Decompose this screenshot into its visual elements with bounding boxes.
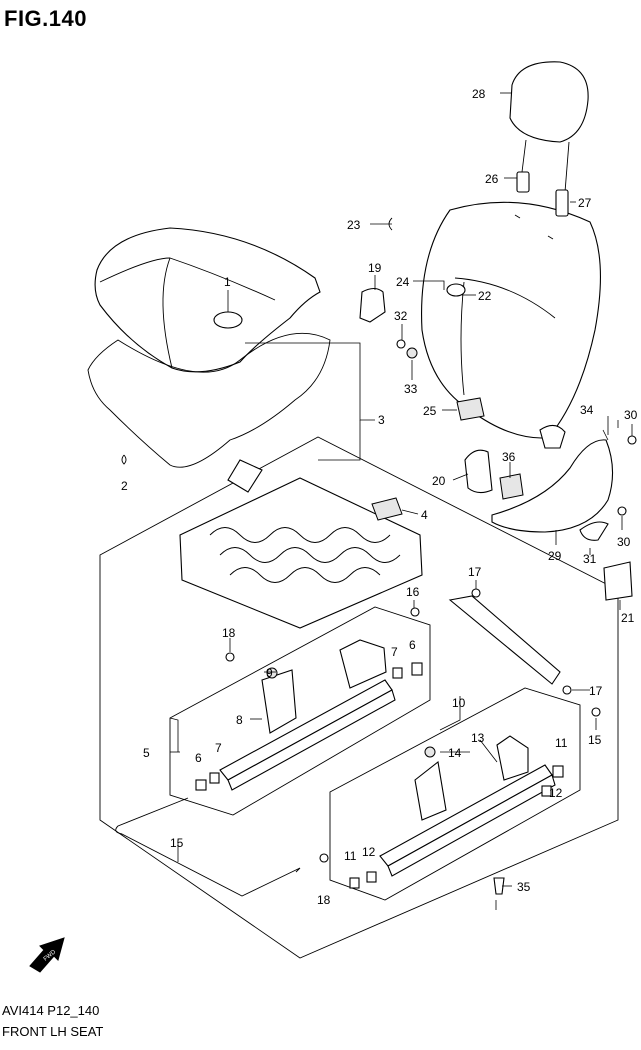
clip-6a <box>195 779 207 791</box>
callout-27: 27 <box>578 196 592 210</box>
callout-4: 4 <box>421 508 428 522</box>
clip-7a <box>209 772 220 784</box>
headrest-guide-27 <box>555 189 569 217</box>
callout-35: 35 <box>517 880 531 894</box>
seat-cushion-cover <box>87 332 331 468</box>
callout-15b: 15 <box>170 836 184 850</box>
bolt-15 <box>591 707 601 717</box>
rail-rh <box>379 735 556 877</box>
callout-21: 21 <box>621 611 635 625</box>
seat-back <box>421 201 601 439</box>
cushion-frame <box>179 459 423 629</box>
callout-20: 20 <box>432 474 446 488</box>
recliner-cover <box>359 287 386 323</box>
callout-6b: 6 <box>409 638 416 652</box>
callout-30b: 30 <box>617 535 631 549</box>
caption-code: AVI414 P12_140 <box>2 1003 100 1018</box>
wire-15 <box>115 797 301 897</box>
bolt-18b <box>319 853 329 863</box>
screw-30b <box>617 506 627 516</box>
nut-9 <box>266 667 278 679</box>
nut-14 <box>424 746 436 758</box>
leader-lines <box>169 92 633 910</box>
callout-28: 28 <box>472 87 486 101</box>
callout-13: 13 <box>471 731 485 745</box>
cover-21 <box>603 561 633 601</box>
bolt-35 <box>493 877 505 895</box>
bolt-32 <box>396 339 406 349</box>
callout-10: 10 <box>452 696 466 710</box>
callout-31: 31 <box>583 552 597 566</box>
callout-29: 29 <box>548 549 562 563</box>
headrest-guide-26 <box>516 171 530 193</box>
callout-6a: 6 <box>195 751 202 765</box>
nut-33 <box>406 347 418 359</box>
callout-18a: 18 <box>222 626 236 640</box>
callout-18b: 18 <box>317 893 331 907</box>
callout-5: 5 <box>143 746 150 760</box>
callout-36: 36 <box>502 450 516 464</box>
bolt-18a <box>225 652 235 662</box>
rail-lh-outline <box>169 606 431 816</box>
callout-15a: 15 <box>588 733 602 747</box>
callout-22: 22 <box>478 289 492 303</box>
cover-20 <box>464 449 493 494</box>
callout-30a: 30 <box>624 408 638 422</box>
frame-outline <box>99 436 619 959</box>
rail-rh-outline <box>329 687 581 901</box>
label-36 <box>499 473 524 500</box>
label-25 <box>456 397 485 421</box>
parts-diagram: 1 2 3 4 5 6 6 7 7 8 9 10 11 11 12 12 13 … <box>29 61 638 973</box>
figure-title: FIG.140 <box>4 6 87 31</box>
clip-11b <box>552 765 564 778</box>
clip-7b <box>392 667 403 679</box>
support-bar <box>448 595 561 685</box>
callout-11a: 11 <box>344 849 357 863</box>
callout-1: 1 <box>224 275 231 289</box>
screw-30a <box>627 435 637 445</box>
seat-cushion-pad <box>94 227 321 373</box>
callout-17a: 17 <box>468 565 482 579</box>
callout-19: 19 <box>368 261 382 275</box>
callout-2: 2 <box>121 479 128 493</box>
rail-lh <box>219 639 396 791</box>
clip-11a <box>349 877 360 889</box>
bolt-17b <box>562 685 572 695</box>
headrest <box>509 61 589 193</box>
callout-23: 23 <box>347 218 361 232</box>
clip-6b <box>411 662 423 676</box>
callout-24: 24 <box>396 275 410 289</box>
callout-7a: 7 <box>215 741 222 755</box>
clip <box>121 454 127 465</box>
callout-3: 3 <box>378 413 385 427</box>
callout-33: 33 <box>404 382 418 396</box>
callout-25: 25 <box>423 404 437 418</box>
callout-11b: 11 <box>555 736 568 750</box>
callout-14: 14 <box>448 746 462 760</box>
callout-16: 16 <box>406 585 420 599</box>
clip-12a <box>366 871 377 883</box>
recliner-34 <box>539 424 566 449</box>
clip-12b <box>541 785 552 797</box>
knob-31 <box>579 521 609 541</box>
caption-title: FRONT LH SEAT <box>2 1024 104 1039</box>
callout-32: 32 <box>394 309 408 323</box>
bolt-17a <box>471 588 481 598</box>
callout-17b: 17 <box>589 684 603 698</box>
callout-7b: 7 <box>391 645 398 659</box>
fwd-arrow: FWD <box>29 937 65 973</box>
side-panel <box>491 439 614 533</box>
callout-8: 8 <box>236 713 243 727</box>
callout-12b: 12 <box>549 786 563 800</box>
callout-26: 26 <box>485 172 499 186</box>
bolt-16 <box>410 607 420 617</box>
callout-34: 34 <box>580 403 594 417</box>
callout-9: 9 <box>266 666 273 680</box>
callout-12a: 12 <box>362 845 376 859</box>
